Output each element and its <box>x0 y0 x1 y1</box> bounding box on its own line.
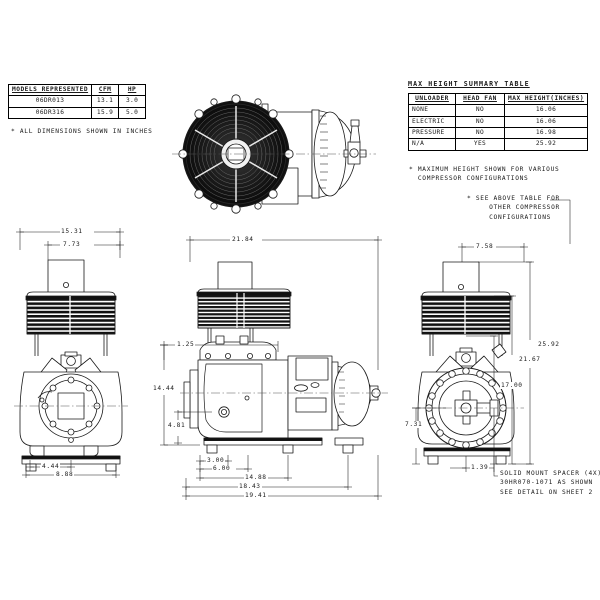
dim-front-terminal-box-width: 7.73 <box>62 241 82 248</box>
cell-unloader: PRESSURE <box>408 127 456 140</box>
dim-front-foot-outer: 8.88 <box>55 471 75 478</box>
cell-head-fan: NO <box>455 104 505 117</box>
max-height-summary-table: UNLOADER HEAD FAN MAX HEIGHT(INCHES) NON… <box>408 92 589 151</box>
front-elevation-geometry <box>14 259 128 472</box>
dim-rear-terminal-box-width: 7.58 <box>475 243 495 250</box>
cell-head-fan: NO <box>455 115 505 129</box>
dim-rear-max-height-fan: 25.92 <box>537 341 561 348</box>
dim-side-mount-second: 6.00 <box>212 465 232 472</box>
note-see-above-table: * SEE ABOVE TABLE FOR OTHER COMPRESSOR C… <box>467 195 560 221</box>
cell-max-height: 16.06 <box>503 115 589 129</box>
max-height-summary-title: MAX HEIGHT SUMMARY TABLE <box>408 80 530 88</box>
dim-front-overall-width: 15.31 <box>60 228 84 235</box>
dim-rear-spacer-offset: 1.39 <box>470 464 490 471</box>
cell-unloader: ELECTRIC <box>408 115 456 129</box>
note-solid-mount-spacer: SOLID MOUNT SPACER (4X) 30HR070-1071 AS … <box>500 470 600 496</box>
col-head-fan: HEAD FAN <box>455 92 505 106</box>
note-maximum-height: * MAXIMUM HEIGHT SHOWN FOR VARIOUS COMPR… <box>409 166 560 183</box>
dim-side-lower-offset: 4.81 <box>167 422 187 429</box>
dim-side-mount-third: 14.88 <box>244 474 268 481</box>
table-row: 06DR316 15.9 5.0 <box>7 106 147 120</box>
table-row: 06DR013 13.1 3.0 <box>7 95 147 108</box>
table-row: PRESSURE NO 16.98 <box>408 127 589 140</box>
dimension-lines <box>16 199 571 500</box>
cell-max-height: 16.06 <box>503 104 589 117</box>
dim-side-mount-first: 3.00 <box>206 457 226 464</box>
table-header-row: UNLOADER HEAD FAN MAX HEIGHT(INCHES) <box>408 92 589 106</box>
col-max-height: MAX HEIGHT(INCHES) <box>503 92 589 106</box>
col-hp: HP <box>118 83 147 97</box>
cell-hp: 3.0 <box>118 95 147 108</box>
col-unloader: UNLOADER <box>408 92 456 106</box>
top-assembly-geometry <box>172 94 376 214</box>
dim-front-foot-inner: 4.44 <box>41 463 61 470</box>
dim-rear-height-mid: 21.67 <box>518 356 542 363</box>
cell-max-height: 16.98 <box>503 127 589 140</box>
dim-side-overall-height: 14.44 <box>152 385 176 392</box>
dim-side-overall-length: 21.84 <box>231 236 255 243</box>
cell-model: 06DR316 <box>7 106 93 120</box>
cell-head-fan: YES <box>455 138 505 151</box>
cell-max-height: 25.92 <box>503 138 589 151</box>
cell-cfm: 15.9 <box>91 106 120 120</box>
cell-unloader: NONE <box>408 104 456 117</box>
cell-unloader: N/A <box>408 138 456 151</box>
side-elevation-geometry <box>180 261 388 454</box>
note-all-dimensions-inches: * ALL DIMENSIONS SHOWN IN INCHES <box>11 128 153 135</box>
dim-rear-shaft-height: 7.31 <box>404 421 424 428</box>
table-row: N/A YES 25.92 <box>408 138 589 151</box>
cell-model: 06DR013 <box>7 95 93 108</box>
col-cfm: CFM <box>91 83 120 97</box>
models-represented-table: MODELS REPRESENTED CFM HP 06DR013 13.1 3… <box>7 83 147 120</box>
cell-hp: 5.0 <box>118 106 147 120</box>
col-models-represented: MODELS REPRESENTED <box>7 83 93 97</box>
table-header-row: MODELS REPRESENTED CFM HP <box>7 83 147 97</box>
dim-side-upper-offset: 1.25 <box>176 341 196 348</box>
table-row: ELECTRIC NO 16.06 <box>408 115 589 129</box>
rear-elevation-geometry <box>412 261 524 465</box>
dim-side-overall-bottom: 19.41 <box>244 492 268 499</box>
table-row: NONE NO 16.06 <box>408 104 589 117</box>
cell-cfm: 13.1 <box>91 95 120 108</box>
dim-rear-height-low: 17.00 <box>500 382 524 389</box>
dim-side-mount-fourth: 18.43 <box>238 483 262 490</box>
cell-head-fan: NO <box>455 127 505 140</box>
